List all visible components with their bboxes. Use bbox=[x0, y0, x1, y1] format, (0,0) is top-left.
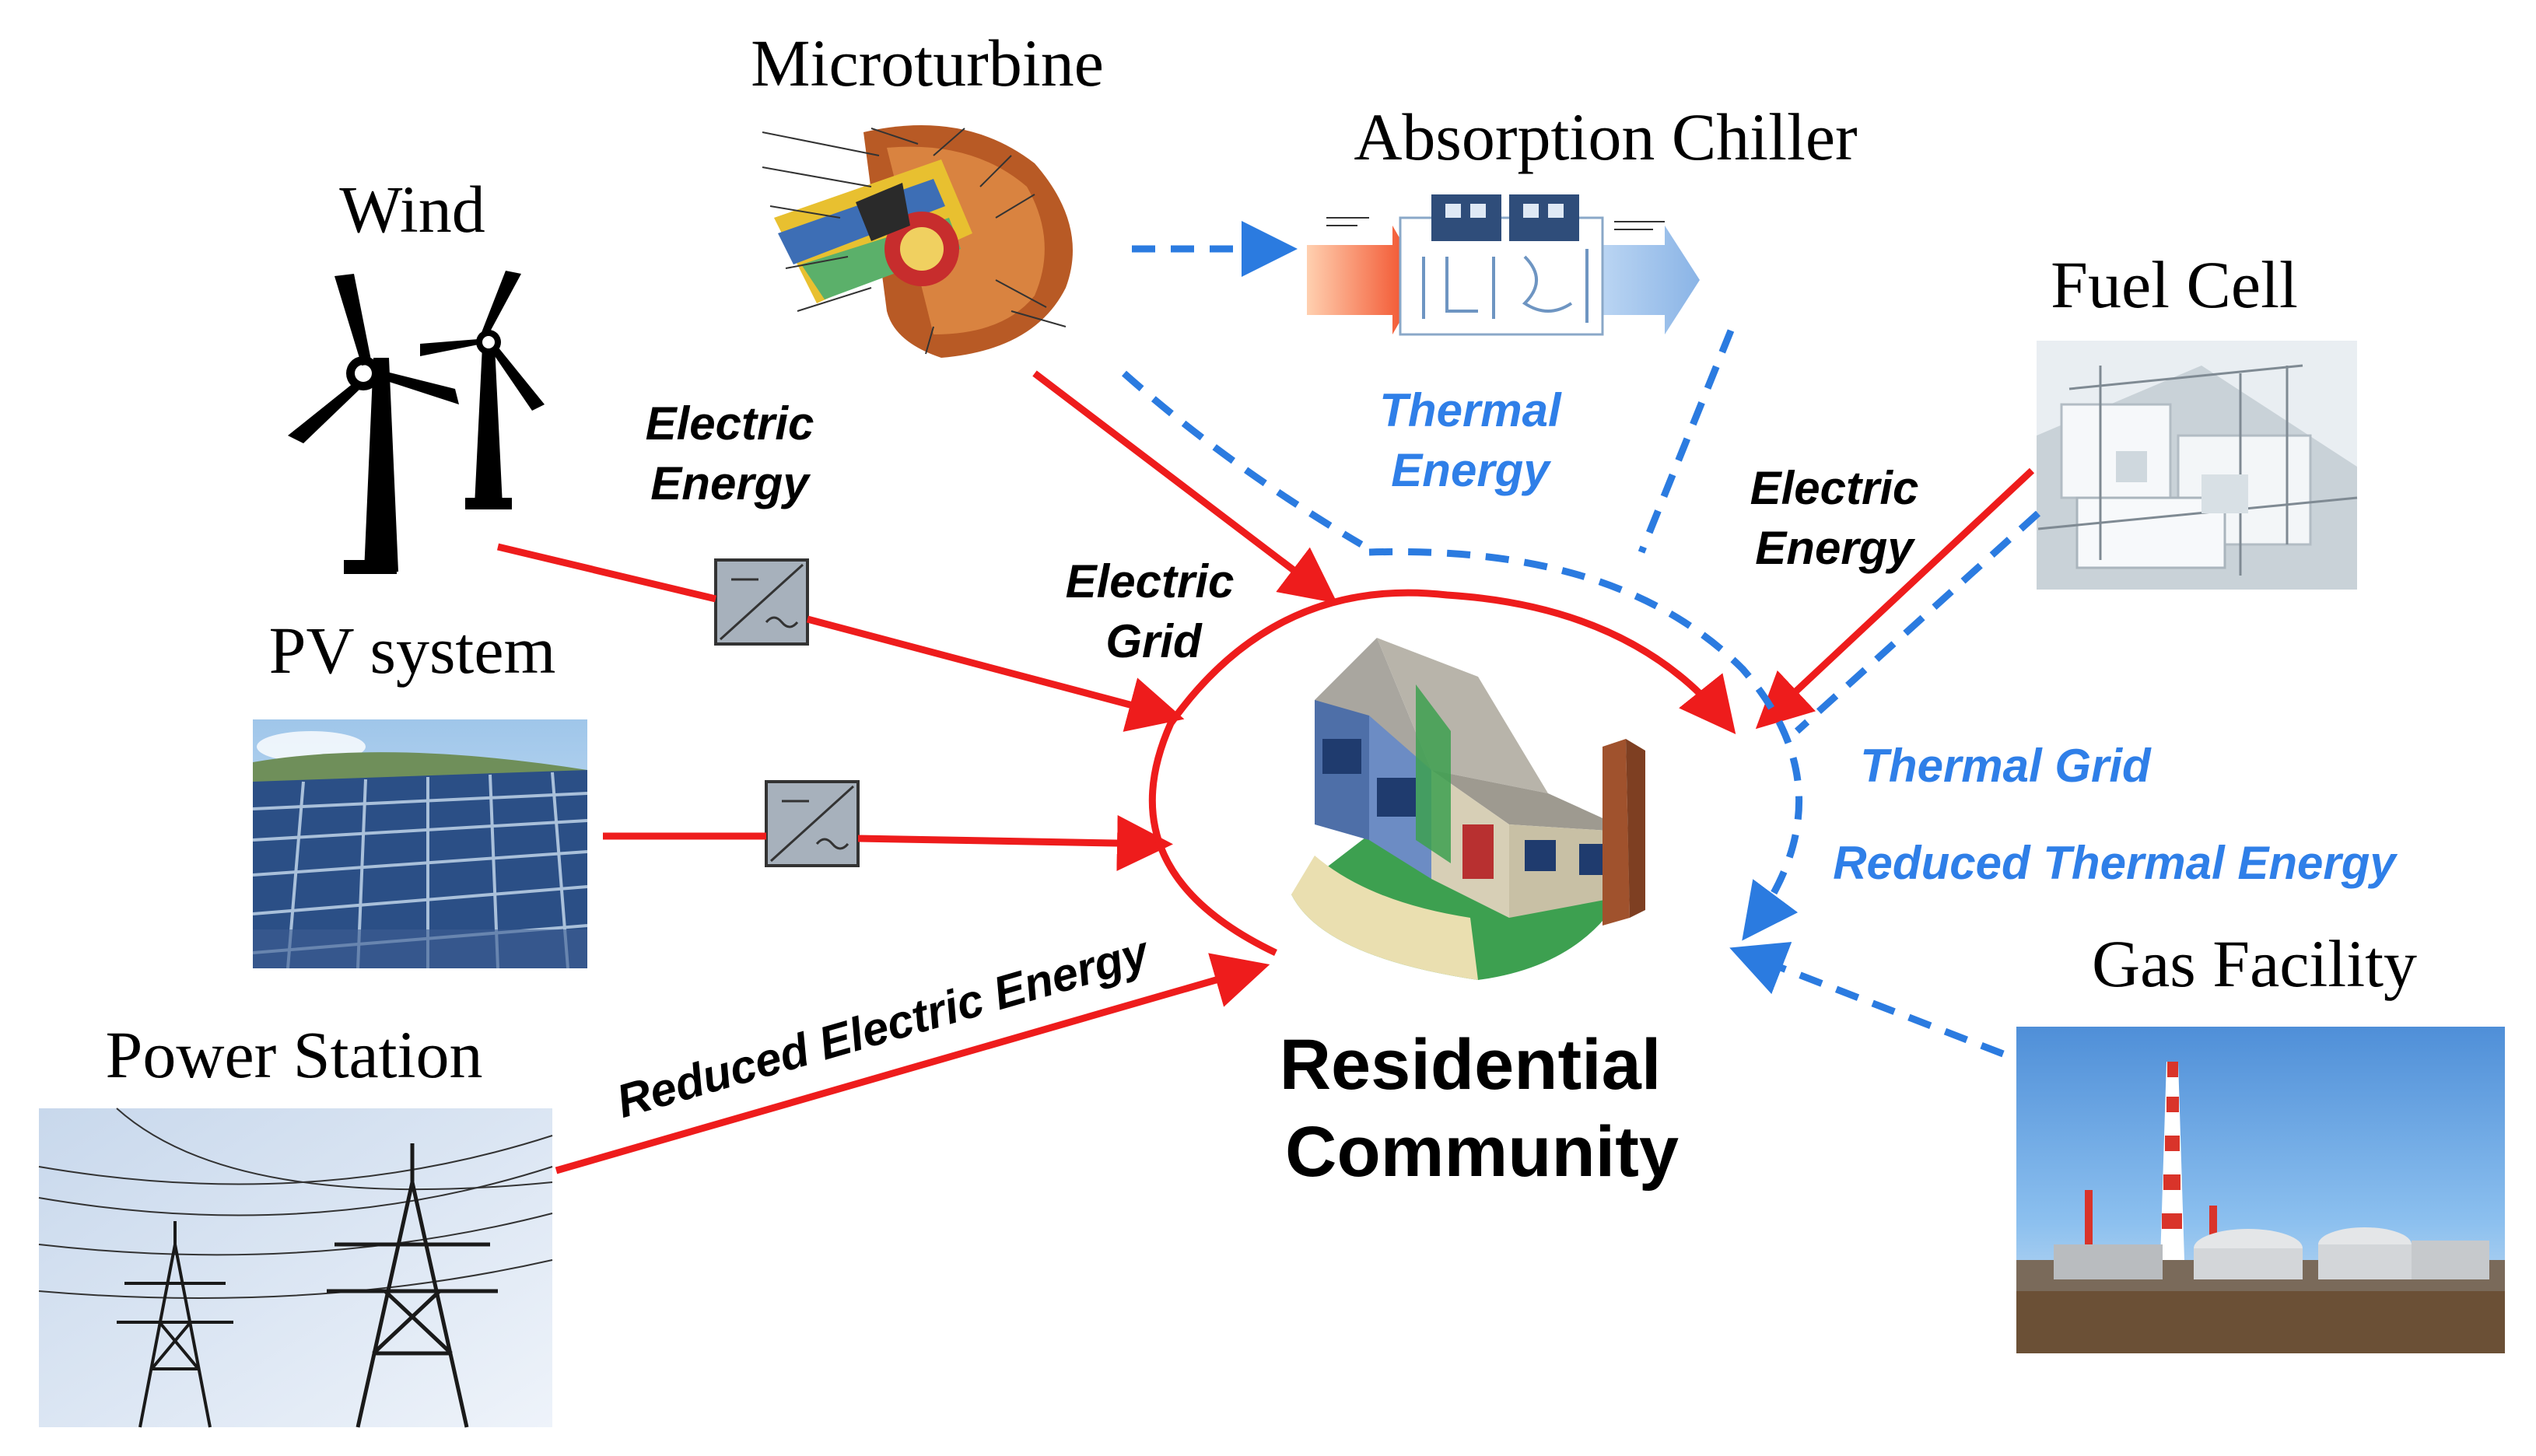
electric-flows bbox=[496, 370, 2035, 1174]
thermal-energy-label: Thermal bbox=[1379, 384, 1562, 436]
pv-system-image bbox=[252, 719, 588, 969]
gas-reduced-thermal-arrow bbox=[1729, 941, 2005, 1058]
gas-facility-label: Gas Facility bbox=[2092, 926, 2417, 1001]
wind-label: Wind bbox=[339, 172, 485, 247]
power-station-image bbox=[38, 1108, 553, 1428]
reduced-thermal-energy-label: Reduced Thermal Energy bbox=[1833, 837, 2398, 889]
fuel-cell-label: Fuel Cell bbox=[2051, 247, 2298, 322]
fuelcell-thermal-line bbox=[1794, 510, 2041, 734]
grid-reduced-electric-arrow bbox=[555, 953, 1270, 1174]
microturbine-label: Microturbine bbox=[751, 26, 1104, 100]
gas-facility-image bbox=[2016, 1027, 2505, 1353]
electric-grid-loop bbox=[1148, 589, 1736, 957]
thermal-flows bbox=[1122, 221, 2041, 1058]
absorption-chiller-image bbox=[1307, 194, 1700, 336]
fuel-cell-image bbox=[2037, 341, 2358, 590]
electric-energy-right-label: Electric bbox=[1750, 462, 1919, 514]
inverter-icon bbox=[714, 558, 809, 646]
microturbine-image bbox=[762, 125, 1073, 358]
electric-energy-right-label: Energy bbox=[1755, 522, 1915, 574]
electric-energy-left-label: Energy bbox=[650, 457, 811, 509]
thermal-grid-label: Thermal Grid bbox=[1860, 740, 2152, 792]
microturbine-thermal-line bbox=[1122, 370, 1364, 548]
power-station-label: Power Station bbox=[106, 1017, 483, 1092]
wind-electric-line bbox=[496, 543, 717, 603]
absorption-chiller-label: Absorption Chiller bbox=[1354, 100, 1857, 174]
inverter-icon bbox=[765, 780, 860, 867]
pv-system-label: PV system bbox=[269, 613, 556, 688]
microturbine-electric-arrow bbox=[1032, 370, 1338, 604]
pylon-left-icon bbox=[117, 1221, 233, 1428]
pv-electric-arrow bbox=[857, 815, 1173, 872]
chiller-thermal-line bbox=[1638, 329, 1735, 554]
reduced-electric-energy-label: Reduced Electric Energy bbox=[611, 926, 1156, 1128]
wind-electric-arrow bbox=[806, 615, 1185, 732]
wind-turbine-icon bbox=[288, 271, 545, 574]
electric-energy-left-label: Electric bbox=[646, 397, 814, 450]
pylon-right-icon bbox=[327, 1143, 498, 1428]
residential-house-icon bbox=[1291, 638, 1645, 980]
electric-grid-label: Electric bbox=[1066, 555, 1235, 607]
thermal-energy-label: Energy bbox=[1391, 444, 1551, 496]
fuelcell-electric-arrow bbox=[1755, 467, 2035, 730]
center-label-line1: Residential bbox=[1280, 1025, 1662, 1104]
center-label-line2: Community bbox=[1285, 1112, 1679, 1192]
thermal-grid-loop bbox=[1368, 548, 1802, 941]
electric-grid-label: Grid bbox=[1105, 615, 1203, 667]
